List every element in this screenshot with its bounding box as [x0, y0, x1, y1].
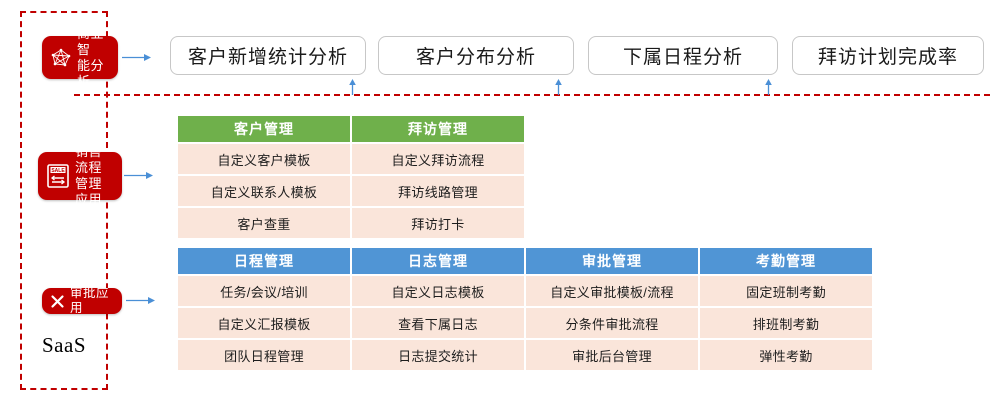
card-title: 日程管理: [178, 248, 350, 274]
arrow-right-icon-approval: [126, 297, 155, 304]
svg-text:SALE: SALE: [51, 168, 65, 174]
sidebar-item-sale-label: 销售流程 管理应用: [75, 144, 103, 207]
card-row[interactable]: 弹性考勤: [700, 340, 872, 370]
arrow-up-icon-2: [555, 79, 562, 95]
card-title: 客户管理: [178, 116, 350, 142]
card-row[interactable]: 分条件审批流程: [526, 308, 698, 338]
card-row[interactable]: 任务/会议/培训: [178, 276, 350, 306]
sidebar-item-approval[interactable]: 审批应用: [42, 286, 122, 315]
card-row[interactable]: 自定义审批模板/流程: [526, 276, 698, 306]
card-title: 考勤管理: [700, 248, 872, 274]
card-row[interactable]: 审批后台管理: [526, 340, 698, 370]
saas-boundary-dashed-rect: [20, 11, 108, 390]
network-graph-icon: [51, 48, 71, 66]
top-button-2-label: 下属日程分析: [622, 47, 743, 68]
card-row[interactable]: 自定义汇报模板: [178, 308, 350, 338]
card-title: 审批管理: [526, 248, 698, 274]
card-row[interactable]: 自定义客户模板: [178, 144, 350, 174]
arrow-up-icon-3: [765, 79, 772, 95]
card-row[interactable]: 自定义联系人模板: [178, 176, 350, 206]
sale-document-icon: SALE: [47, 164, 69, 188]
sidebar-item-bi[interactable]: 商业智 能分析: [42, 26, 118, 89]
top-button-1[interactable]: 客户分布分析: [378, 36, 574, 75]
top-button-0-label: 客户新增统计分析: [187, 47, 348, 68]
card-row[interactable]: 团队日程管理: [178, 340, 350, 370]
card-row[interactable]: 日志提交统计: [352, 340, 524, 370]
arrow-right-icon-bi: [122, 54, 151, 61]
card-row[interactable]: 客户查重: [178, 208, 350, 238]
cross-tools-icon: [51, 294, 64, 308]
card-row[interactable]: 自定义拜访流程: [352, 144, 524, 174]
saas-label: SaaS: [42, 333, 86, 357]
card-row[interactable]: 固定班制考勤: [700, 276, 872, 306]
card-attendance-management[interactable]: 考勤管理 固定班制考勤 排班制考勤 弹性考勤: [700, 248, 872, 370]
top-button-3-label: 拜访计划完成率: [817, 47, 958, 68]
card-row[interactable]: 拜访线路管理: [352, 176, 524, 206]
sidebar-item-approval-label: 审批应用: [70, 286, 110, 315]
top-button-1-label: 客户分布分析: [415, 47, 536, 68]
card-customer-management[interactable]: 客户管理 自定义客户模板 自定义联系人模板 客户查重: [178, 116, 350, 238]
card-row[interactable]: 自定义日志模板: [352, 276, 524, 306]
arrow-right-icon-sale: [124, 172, 153, 179]
top-button-0[interactable]: 客户新增统计分析: [170, 36, 366, 75]
card-visit-management[interactable]: 拜访管理 自定义拜访流程 拜访线路管理 拜访打卡: [352, 116, 524, 238]
top-button-3[interactable]: 拜访计划完成率: [792, 36, 984, 75]
card-schedule-management[interactable]: 日程管理 任务/会议/培训 自定义汇报模板 团队日程管理: [178, 248, 350, 370]
sidebar-item-bi-label: 商业智 能分析: [77, 25, 105, 89]
card-row[interactable]: 排班制考勤: [700, 308, 872, 338]
card-approval-management[interactable]: 审批管理 自定义审批模板/流程 分条件审批流程 审批后台管理: [526, 248, 698, 370]
card-title: 拜访管理: [352, 116, 524, 142]
arrow-up-icon-1: [349, 79, 356, 95]
card-row[interactable]: 查看下属日志: [352, 308, 524, 338]
top-button-2[interactable]: 下属日程分析: [588, 36, 778, 75]
card-row[interactable]: 拜访打卡: [352, 208, 524, 238]
card-log-management[interactable]: 日志管理 自定义日志模板 查看下属日志 日志提交统计: [352, 248, 524, 370]
bi-layer-dashed-line: [74, 94, 990, 96]
sidebar-item-sale[interactable]: SALE 销售流程 管理应用: [38, 144, 122, 207]
card-title: 日志管理: [352, 248, 524, 274]
